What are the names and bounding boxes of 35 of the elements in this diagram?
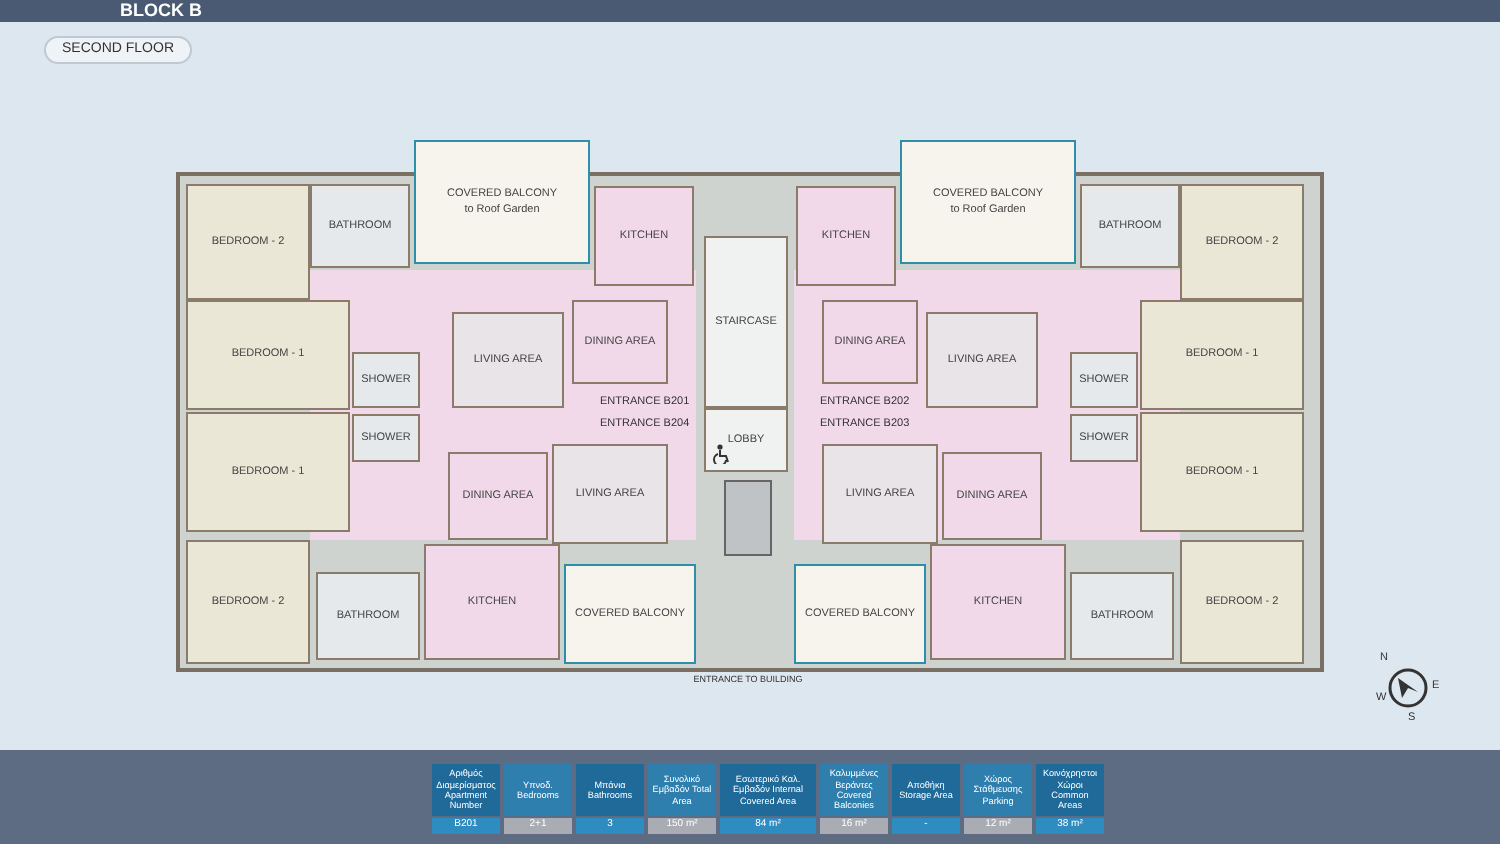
room-area (926, 312, 1038, 408)
room-area (310, 184, 410, 268)
room-area (448, 452, 548, 540)
room-area (414, 140, 590, 264)
room-area (1070, 572, 1174, 660)
room-area (704, 236, 788, 408)
room-area (822, 444, 938, 544)
room-area (1140, 412, 1304, 532)
room-area (352, 414, 420, 462)
room-area (942, 452, 1042, 540)
room-area (552, 444, 668, 544)
room-area (1140, 300, 1304, 410)
room-area (594, 186, 694, 286)
room-area (1180, 540, 1304, 664)
room-area (186, 300, 350, 410)
room-area (796, 186, 896, 286)
room-area (352, 352, 420, 408)
room-area (424, 544, 560, 660)
room-area (1070, 352, 1138, 408)
room-area (452, 312, 564, 408)
room-area (572, 300, 668, 384)
room-area (316, 572, 420, 660)
room-area (1180, 184, 1304, 300)
room-area (1080, 184, 1180, 268)
room-area (900, 140, 1076, 264)
room-area (186, 540, 310, 664)
room-area (930, 544, 1066, 660)
room-area (1070, 414, 1138, 462)
room-area (186, 184, 310, 300)
room-area (186, 412, 350, 532)
room-area (794, 564, 926, 664)
title: BLOCK B (120, 0, 202, 20)
room-area (704, 408, 788, 472)
room-area (564, 564, 696, 664)
room-area (822, 300, 918, 384)
